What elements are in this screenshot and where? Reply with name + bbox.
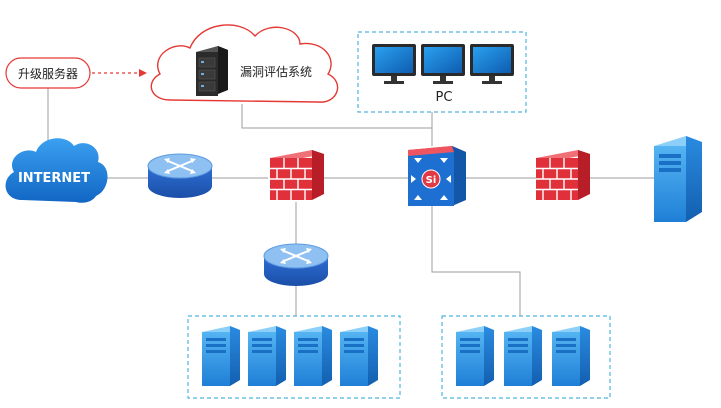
pc-group: PC	[357, 31, 527, 113]
vuln-system-label: 漏洞评估系统	[240, 65, 312, 79]
monitor-icon	[421, 44, 465, 84]
server-icon	[202, 326, 240, 386]
server-group-dashed-box	[441, 315, 611, 399]
upgrade-arrow	[92, 69, 147, 77]
server-group-left	[187, 315, 401, 399]
si-badge	[421, 169, 441, 189]
server-icon	[552, 326, 590, 386]
upgrade-server-node: 升级服务器	[5, 57, 91, 89]
pc-label: PC	[436, 90, 453, 105]
server-group-dashed-box	[187, 315, 401, 399]
link-vuln-switch	[241, 104, 433, 146]
router-icon	[147, 153, 213, 198]
upgrade-server-box	[5, 57, 91, 89]
pc-dashed-box	[357, 31, 527, 113]
upgrade-server-label: 升级服务器	[18, 66, 78, 81]
internet-cloud-shape	[5, 138, 108, 203]
server-icon	[248, 326, 286, 386]
cloud-outline	[150, 24, 339, 103]
vuln-system-cloud: 漏洞评估系统	[150, 24, 339, 103]
firewall-icon	[536, 150, 590, 200]
arrow-head-icon	[139, 69, 147, 77]
link-switch-servers-right	[431, 206, 521, 316]
core-switch-icon: Si	[408, 146, 466, 206]
server-group-right	[441, 315, 611, 399]
firewall-icon	[270, 150, 324, 200]
server-icon	[456, 326, 494, 386]
monitor-icon	[372, 44, 416, 84]
rack-server-icon	[196, 46, 228, 96]
router-icon	[263, 243, 329, 286]
server-icon	[504, 326, 542, 386]
monitor-icon	[470, 44, 514, 84]
server-tower-icon	[654, 136, 702, 222]
internet-label: INTERNET	[18, 171, 90, 186]
connection-lines	[47, 88, 654, 316]
server-icon	[294, 326, 332, 386]
internet-cloud: INTERNET	[5, 138, 108, 203]
si-badge-label: Si	[426, 175, 437, 186]
server-icon	[340, 326, 378, 386]
